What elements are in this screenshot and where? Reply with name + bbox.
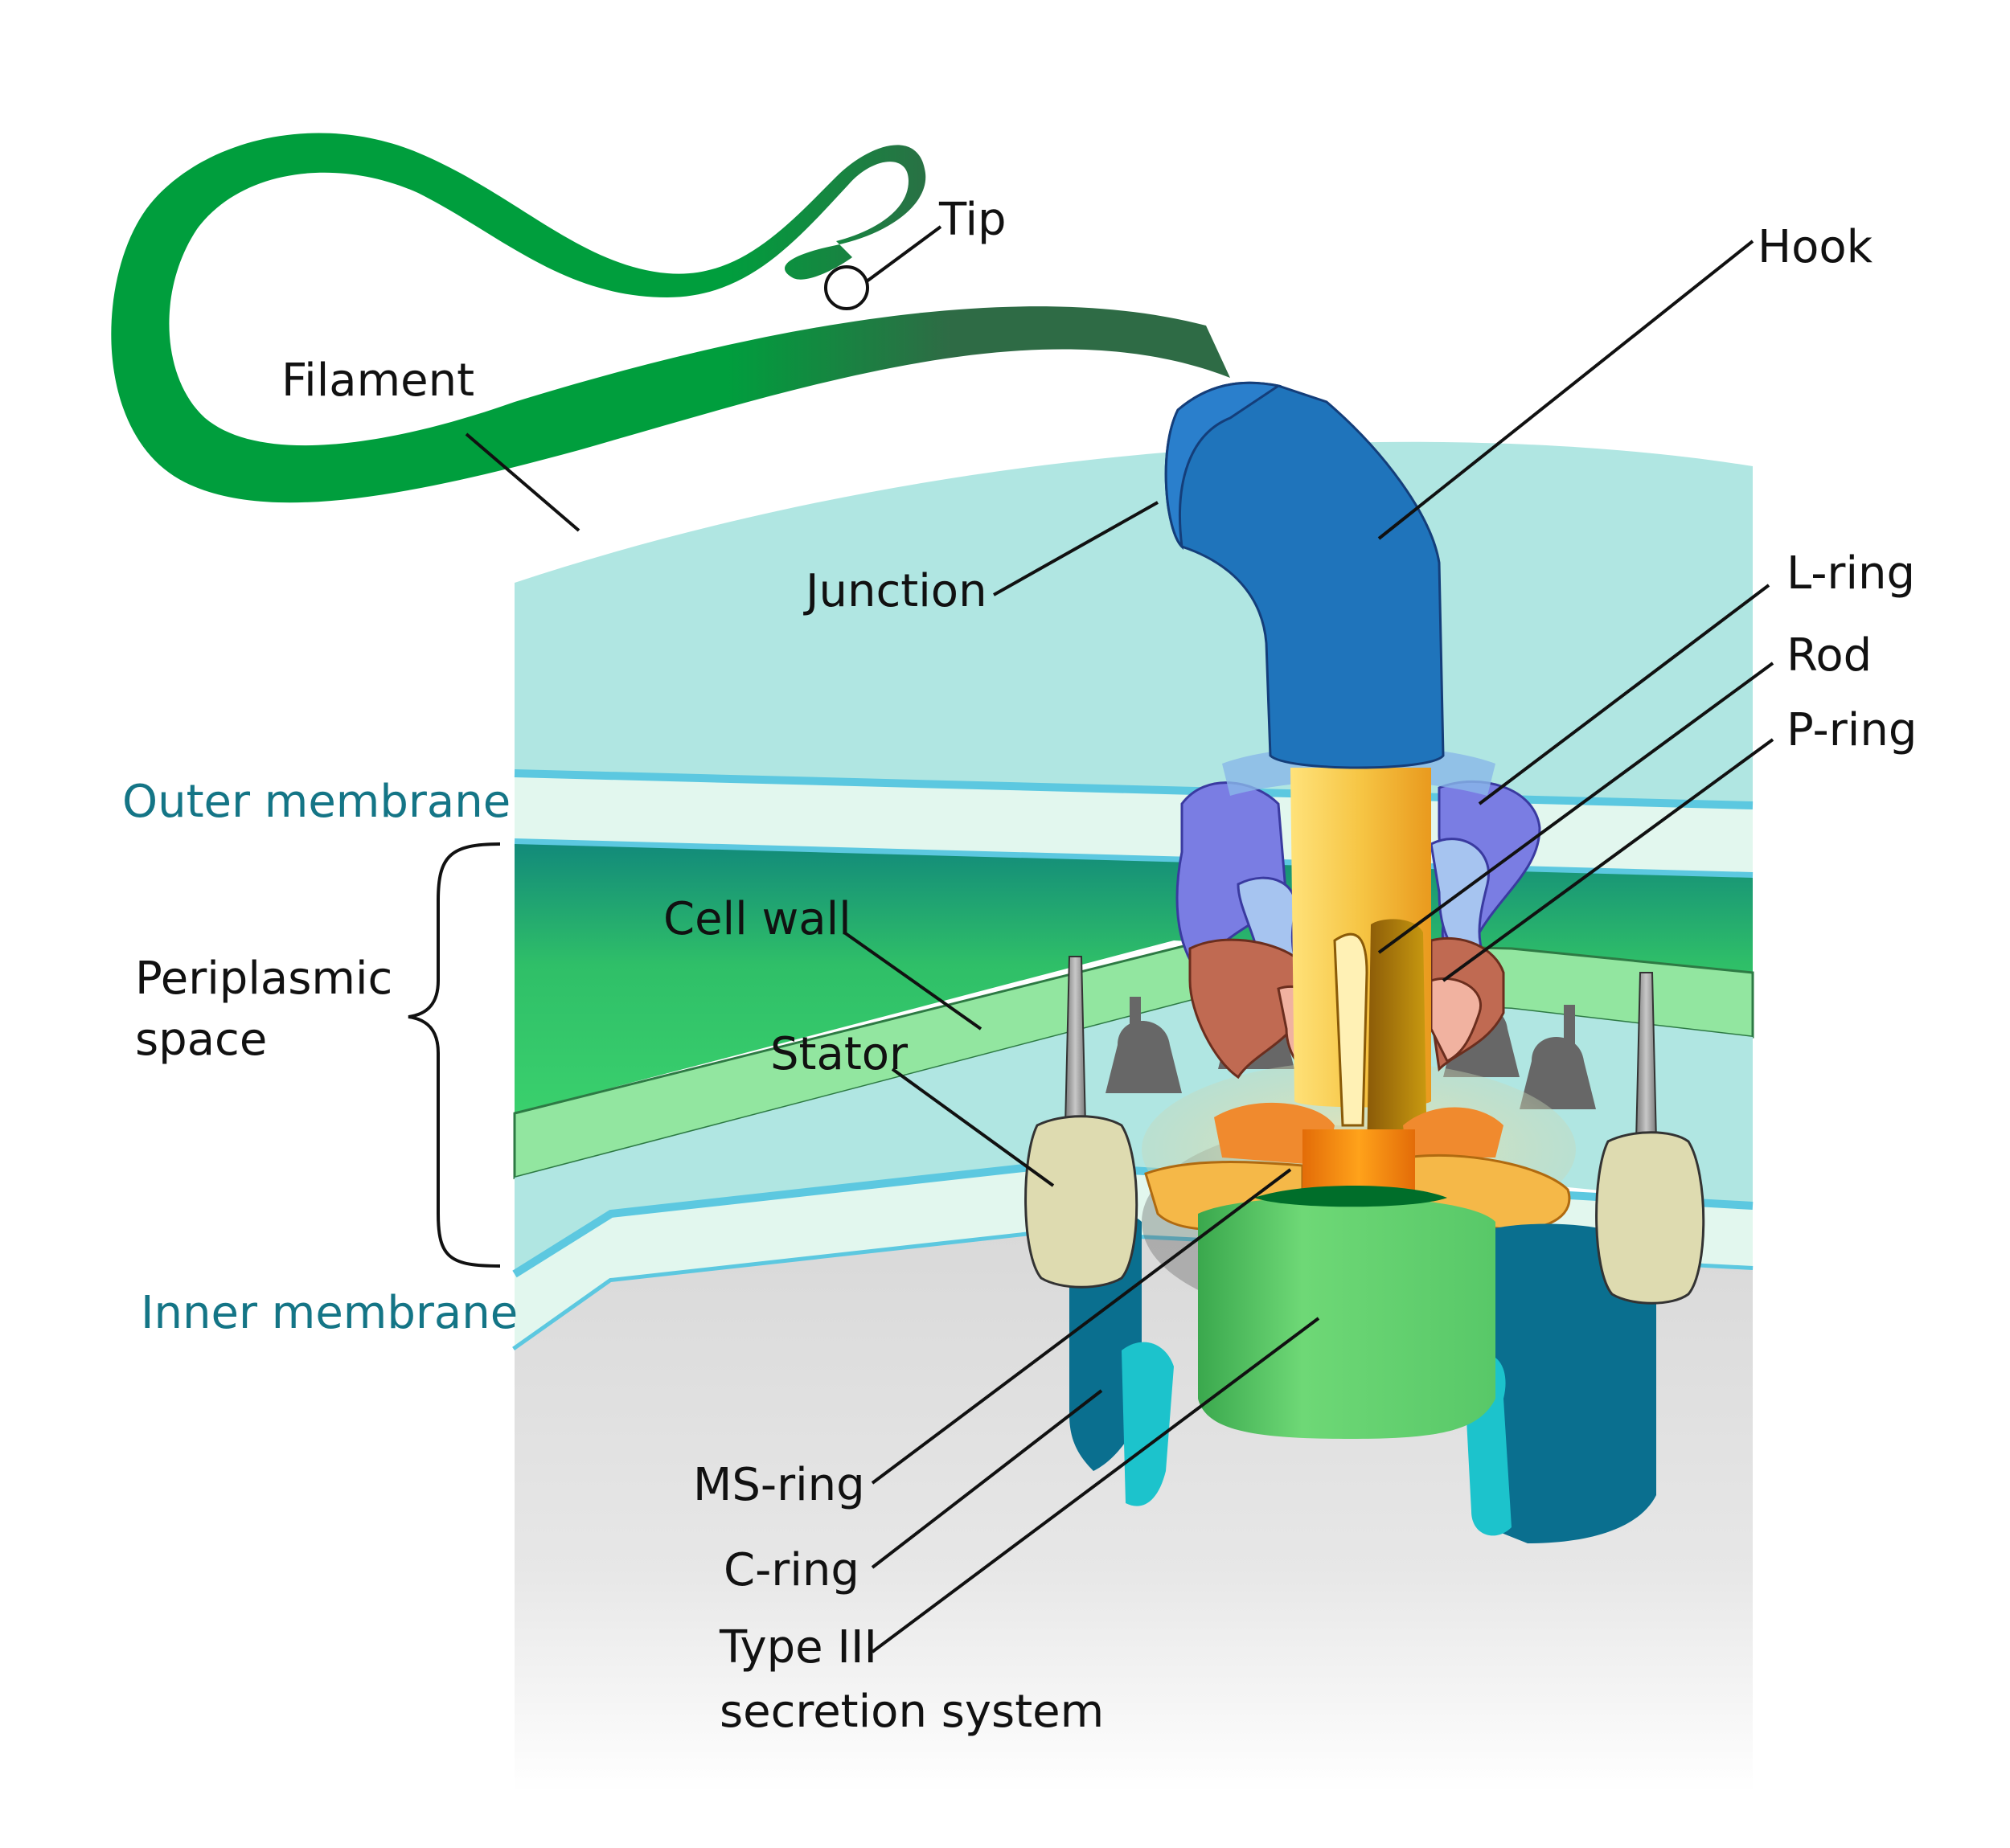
bracket-icon xyxy=(408,842,501,1268)
rod xyxy=(1290,768,1431,1158)
label-inner-membrane: Inner membrane xyxy=(141,1287,518,1339)
extracellular-region xyxy=(515,441,1753,816)
p-ring xyxy=(1188,936,1505,1083)
label-c-ring: C-ring xyxy=(724,1544,859,1596)
label-p-ring: P-ring xyxy=(1786,704,1917,756)
label-tip: Tip xyxy=(938,194,1007,246)
label-filament: Filament xyxy=(281,354,474,407)
leader-lines xyxy=(465,225,1774,1653)
cell-envelope xyxy=(512,441,1754,1793)
stator-left xyxy=(1024,956,1138,1289)
label-cell-wall: Cell wall xyxy=(663,893,851,945)
label-type3-line2: secretion system xyxy=(720,1686,1104,1738)
label-ms-ring: MS-ring xyxy=(693,1459,865,1511)
hook xyxy=(1164,381,1445,769)
label-periplasmic-line1: Periplasmic xyxy=(135,953,392,1005)
label-hook: Hook xyxy=(1758,221,1873,273)
label-periplasmic-line2: space xyxy=(135,1014,267,1066)
filament xyxy=(111,133,1230,503)
junction xyxy=(1164,381,1282,551)
label-junction: Junction xyxy=(803,565,987,617)
label-l-ring: L-ring xyxy=(1786,547,1915,600)
label-rod: Rod xyxy=(1786,629,1872,682)
tip-icon xyxy=(824,265,869,310)
stator-right xyxy=(1595,972,1705,1305)
label-type3-line1: Type III xyxy=(719,1621,877,1674)
label-stator: Stator xyxy=(770,1028,909,1080)
type3-secretion-system xyxy=(1198,1186,1495,1439)
label-outer-membrane: Outer membrane xyxy=(122,776,511,828)
